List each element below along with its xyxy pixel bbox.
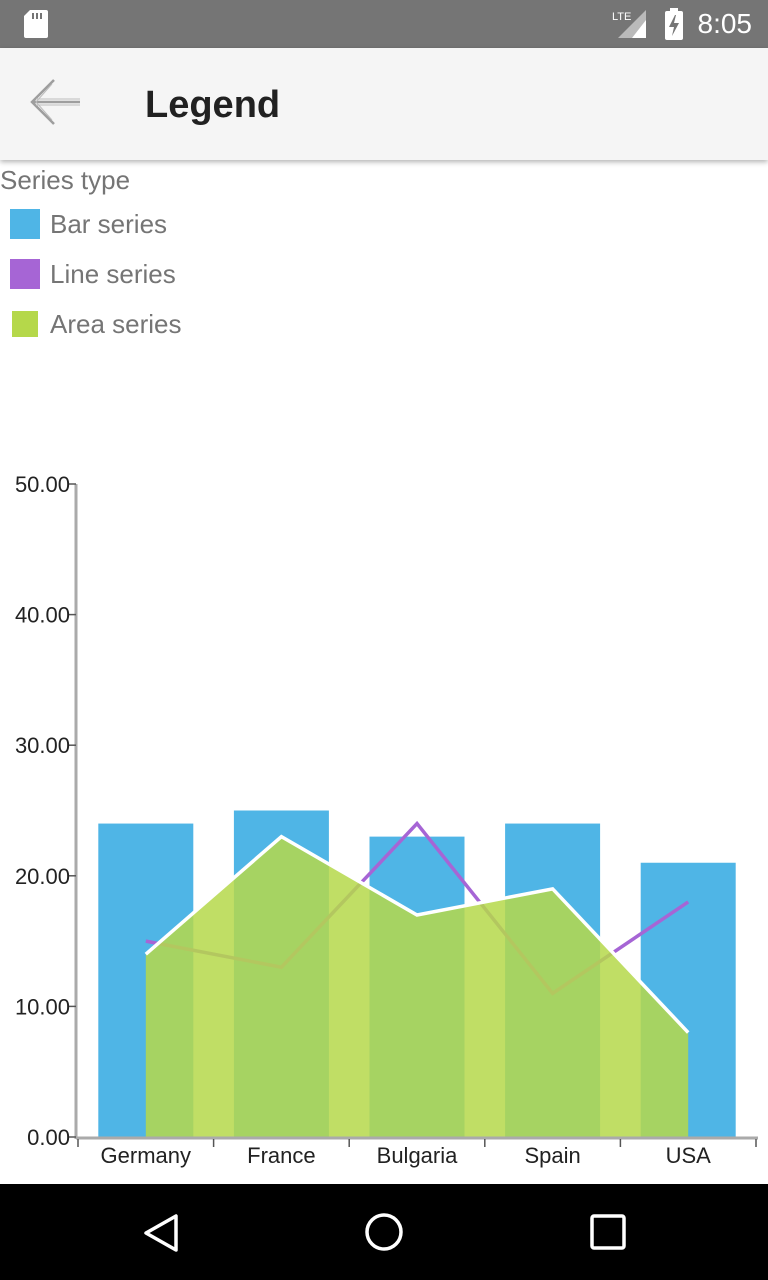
- x-tick-label: France: [247, 1143, 315, 1168]
- legend-label: Line series: [50, 259, 176, 289]
- nav-home-button[interactable]: [359, 1207, 409, 1257]
- legend-swatch-line: [10, 259, 40, 289]
- y-tick-label: 0.00: [27, 1125, 70, 1150]
- x-tick-label: USA: [666, 1143, 712, 1168]
- nav-recents-button[interactable]: [583, 1207, 633, 1257]
- triangle-back-icon: [144, 1214, 178, 1252]
- y-tick-label: 30.00: [15, 733, 70, 758]
- y-tick-label: 10.00: [15, 994, 70, 1019]
- status-bar: LTE 8:05: [0, 0, 768, 48]
- square-recents-icon: [590, 1214, 626, 1250]
- battery-charging-icon: [665, 8, 683, 40]
- area-series-fill: [145, 836, 689, 1137]
- network-type-label: LTE: [612, 11, 631, 23]
- lte-signal-icon: LTE: [612, 10, 646, 38]
- nav-back-button[interactable]: [136, 1208, 186, 1258]
- status-time: 8:05: [697, 8, 753, 39]
- x-tick-label: Germany: [101, 1143, 191, 1168]
- area-series-stroke: [144, 834, 690, 1034]
- legend-swatch-area: [12, 311, 38, 337]
- legend-title: Series type: [0, 165, 131, 195]
- circle-home-icon: [365, 1213, 403, 1251]
- app-bar: Legend: [0, 48, 768, 160]
- back-button[interactable]: [18, 68, 94, 140]
- y-tick-label: 40.00: [15, 603, 70, 628]
- legend-label: Area series: [50, 309, 182, 339]
- y-tick-label: 20.00: [15, 864, 70, 889]
- navigation-bar: [0, 1184, 768, 1280]
- x-tick-label: Bulgaria: [377, 1143, 458, 1168]
- y-tick-label: 50.00: [15, 472, 70, 497]
- sd-card-icon: [24, 10, 48, 38]
- legend-swatch-bar: [10, 209, 40, 239]
- x-tick-label: Spain: [524, 1143, 580, 1168]
- legend-label: Bar series: [50, 209, 168, 239]
- page-title: Legend: [145, 84, 281, 126]
- arrow-back-icon: [30, 79, 80, 125]
